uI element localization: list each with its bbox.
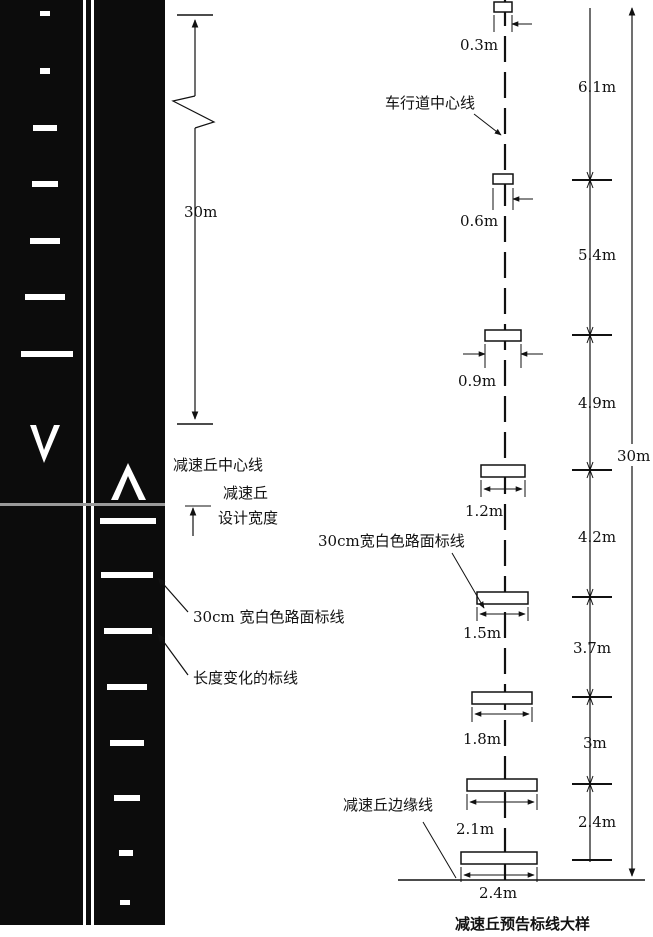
lane-centerline-leader (473, 113, 502, 136)
marking-block-6 (471, 691, 533, 705)
left-30m-dimension (171, 14, 216, 425)
width-label-2: 0.6m (460, 212, 498, 230)
hump-centerline-label: 减速丘中心线 (173, 456, 263, 474)
hump-design-width-label-1: 减速丘 (223, 484, 268, 502)
center-line-right (91, 0, 94, 925)
variable-length-label: 长度变化的标线 (193, 669, 298, 687)
center-line-left (83, 0, 86, 925)
chevron-up-marking (111, 463, 146, 500)
spacing-label-1: 6.1m (578, 78, 616, 96)
total-30m-label: 30m (617, 447, 650, 465)
width-label-5: 1.5m (463, 624, 501, 642)
white-marking-leader (157, 577, 189, 613)
marking-30cm-label: 30cm宽白色路面标线 (318, 532, 465, 550)
width-label-3: 0.9m (458, 372, 496, 390)
width-label-1: 0.3m (460, 36, 498, 54)
width-label-6: 1.8m (463, 730, 501, 748)
road-plan (0, 0, 165, 925)
marking-block-4 (480, 464, 526, 478)
lane-marking-7 (21, 351, 73, 357)
marking-30cm-leader (451, 552, 485, 609)
road-surface (0, 0, 165, 925)
lane-marking-5 (30, 238, 60, 244)
spacing-label-2: 5.4m (578, 246, 616, 264)
marking-block-7 (466, 778, 538, 792)
lane-marking-15 (120, 900, 130, 905)
marking-block-1 (493, 1, 513, 13)
marking-block-2 (492, 173, 514, 185)
spacing-label-5: 3.7m (573, 639, 611, 657)
lane-marking-13 (114, 795, 140, 801)
lane-centerline-label: 车行道中心线 (385, 94, 475, 112)
diagram-caption: 减速丘预告标线大样 (455, 915, 590, 933)
left-30m-label: 30m (184, 203, 217, 221)
lane-marking-11 (107, 684, 147, 690)
spacing-label-4: 4.2m (578, 528, 616, 546)
spacing-label-7: 2.4m (578, 813, 616, 831)
lane-marking-10 (104, 628, 152, 634)
width-label-8: 2.4m (479, 884, 517, 902)
marking-block-8 (460, 851, 538, 865)
lane-marking-8 (100, 518, 156, 524)
marking-block-3 (484, 329, 522, 342)
lane-marking-4 (32, 181, 58, 187)
lane-marking-12 (110, 740, 144, 746)
lane-marking-9 (101, 572, 153, 578)
width-label-4: 1.2m (465, 502, 503, 520)
spacing-dimensions (572, 8, 612, 862)
lane-marking-3 (33, 125, 57, 131)
marking-block-5 (476, 591, 529, 605)
hump-centerline-dash (0, 503, 165, 506)
white-marking-label: 30cm 宽白色路面标线 (193, 608, 344, 626)
spacing-label-3: 4.9m (578, 394, 616, 412)
spacing-label-6: 3m (583, 734, 607, 752)
lane-marking-14 (119, 850, 133, 856)
hump-design-width-label-2: 设计宽度 (218, 509, 278, 527)
lane-marking-1 (40, 11, 50, 16)
width-label-7: 2.1m (456, 820, 494, 838)
hump-width-indicator (185, 505, 211, 536)
chevron-down-marking (30, 425, 60, 463)
lane-marking-2 (40, 68, 50, 74)
lane-marking-6 (25, 294, 65, 300)
hump-edge-leader (422, 821, 457, 879)
variable-length-leader (157, 633, 189, 676)
width-dimensions (460, 15, 543, 882)
hump-edge-label: 减速丘边缘线 (343, 796, 433, 814)
marking-blocks (460, 1, 538, 865)
